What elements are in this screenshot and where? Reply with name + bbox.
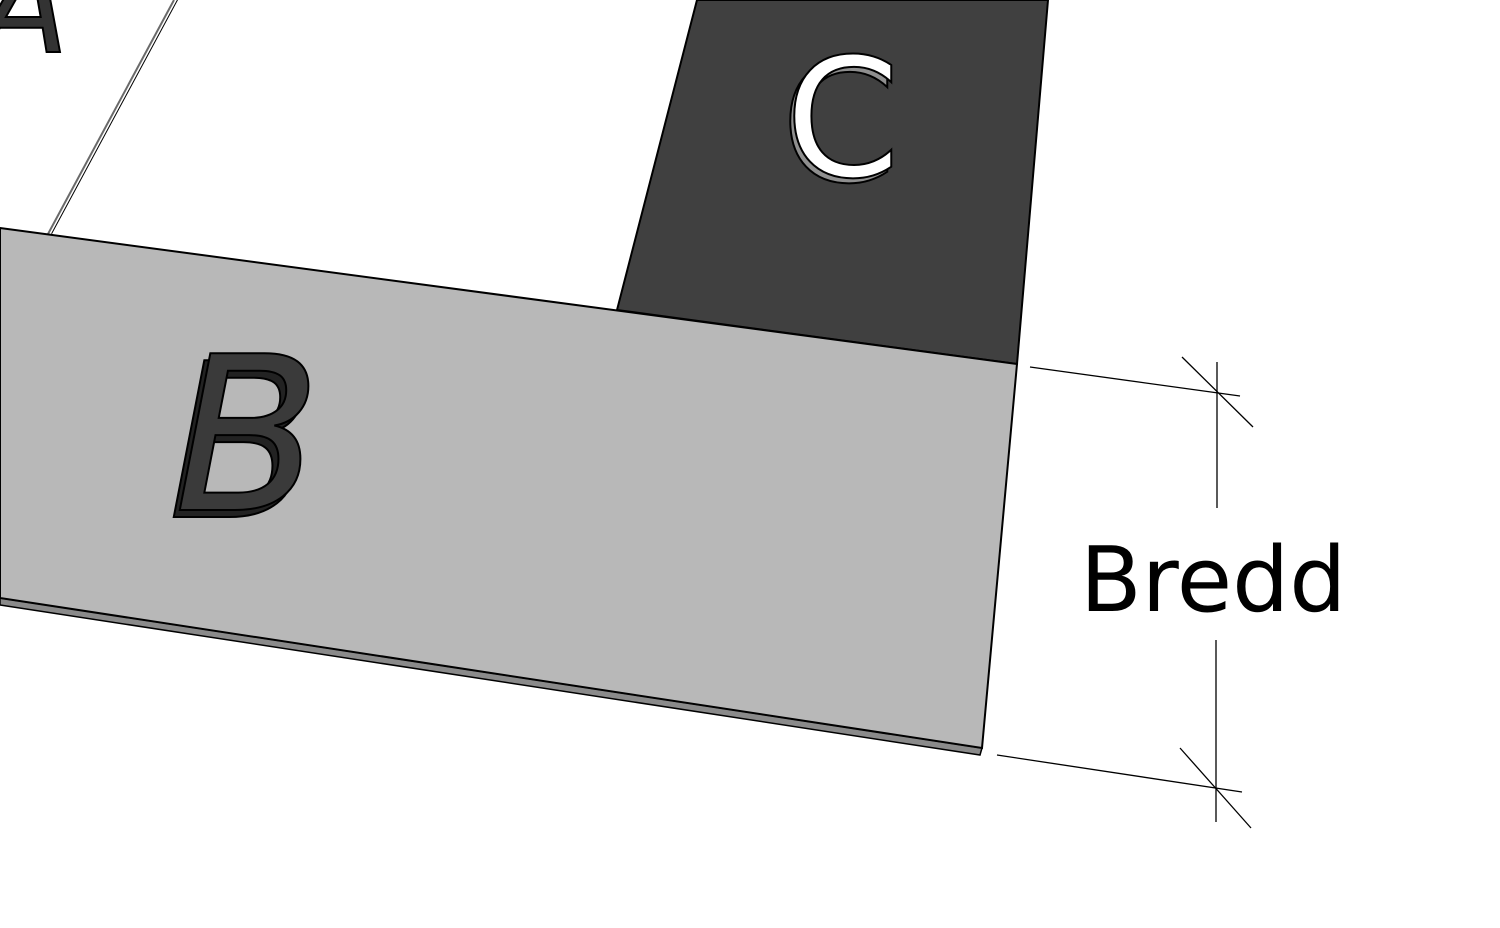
panel-b: B B: [0, 226, 1019, 756]
tick-mark-bottom: [1179, 747, 1252, 829]
panel-a: A: [0, 0, 179, 235]
dimension-label: Bredd: [1080, 528, 1346, 633]
width-dimension: [996, 356, 1254, 829]
panel-a-label: A: [0, 0, 69, 83]
panel-c-label-shadow: C: [781, 28, 896, 220]
panel-c: C C: [615, 0, 1050, 366]
panel-c-label: C: [785, 23, 900, 215]
tick-mark-top: [1181, 356, 1254, 428]
panel-b-label: B: [174, 310, 322, 561]
panel-b-label-shadow: B: [168, 317, 316, 568]
extension-line-bottom: [996, 754, 1243, 793]
panel-white-middle: [52, 0, 697, 310]
extension-line-top: [1029, 366, 1241, 397]
